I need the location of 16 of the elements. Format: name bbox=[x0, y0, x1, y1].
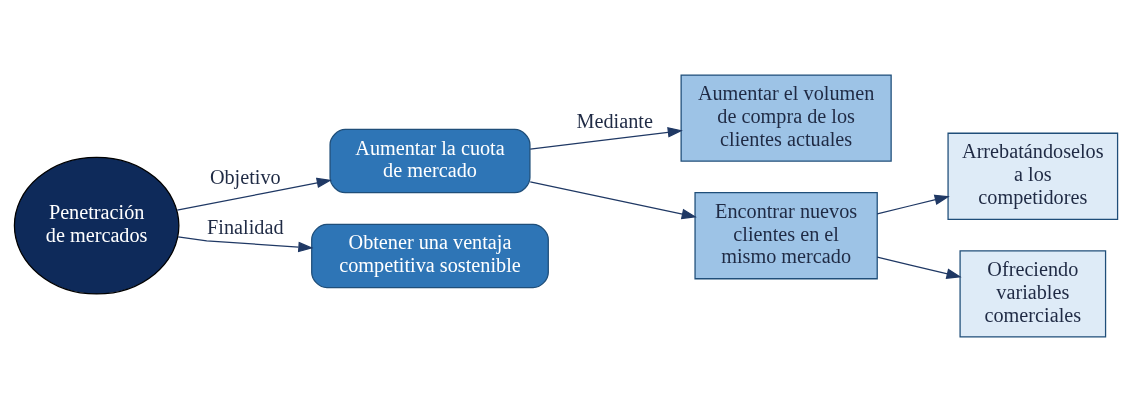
arrow bbox=[529, 181, 697, 220]
node-box: Ofreciendo variables comerciales bbox=[959, 250, 1107, 338]
node-ellipse: Penetración de mercados bbox=[13, 156, 180, 295]
arrow bbox=[876, 194, 950, 215]
arrow bbox=[876, 256, 962, 279]
arrow bbox=[177, 236, 314, 253]
arrow bbox=[529, 127, 683, 150]
node-box: Encontrar nuevos clientes en el mismo mercado bbox=[694, 192, 878, 280]
node-box: Aumentar la cuota de mercado bbox=[329, 128, 531, 194]
node-box: Obtener una ventaja competitiva sostenible bbox=[311, 223, 549, 289]
edge-label: Mediante bbox=[576, 109, 653, 132]
edge-label: Objetivo bbox=[209, 165, 281, 188]
node-box: Arrebatándoselos a los competidores bbox=[947, 132, 1119, 220]
arrow bbox=[176, 177, 332, 211]
edge-label: Finalidad bbox=[207, 216, 284, 239]
node-box: Aumentar el volumen de compra de los clientes actuales bbox=[680, 74, 892, 162]
